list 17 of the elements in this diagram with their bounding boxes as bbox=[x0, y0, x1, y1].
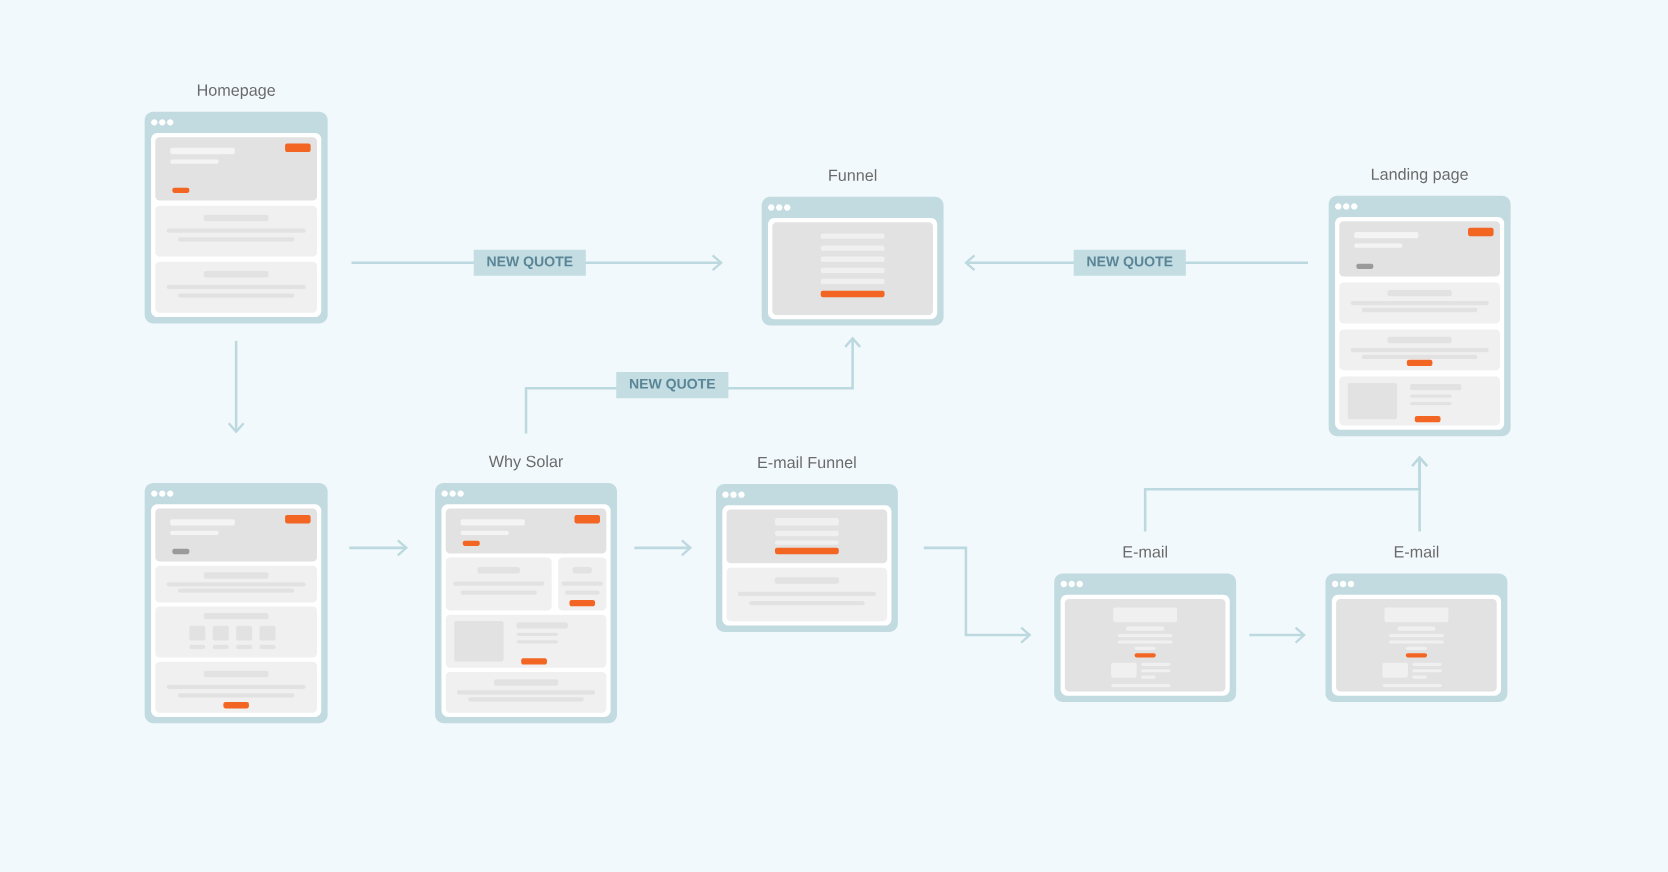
arrow bbox=[349, 539, 409, 557]
page-title: Landing page bbox=[1371, 167, 1468, 183]
page-title: E-mail bbox=[1123, 545, 1167, 558]
page-title: Homepage bbox=[197, 84, 275, 99]
arrow bbox=[1249, 626, 1306, 644]
page-title: Funnel bbox=[829, 169, 877, 181]
edge-label: NEW QUOTE bbox=[616, 371, 729, 399]
arrow bbox=[1411, 455, 1428, 532]
arrow bbox=[923, 546, 1032, 644]
browser-window-drawing bbox=[144, 482, 328, 724]
arrow bbox=[227, 340, 245, 434]
page-title: E-mail Funnel bbox=[758, 456, 856, 469]
edge-label: NEW QUOTE bbox=[1073, 249, 1186, 276]
edge-label: NEW QUOTE bbox=[473, 249, 586, 276]
page-title: E-mail bbox=[1394, 545, 1439, 558]
page-title: Why Solar bbox=[488, 455, 564, 471]
arrow bbox=[634, 539, 693, 557]
